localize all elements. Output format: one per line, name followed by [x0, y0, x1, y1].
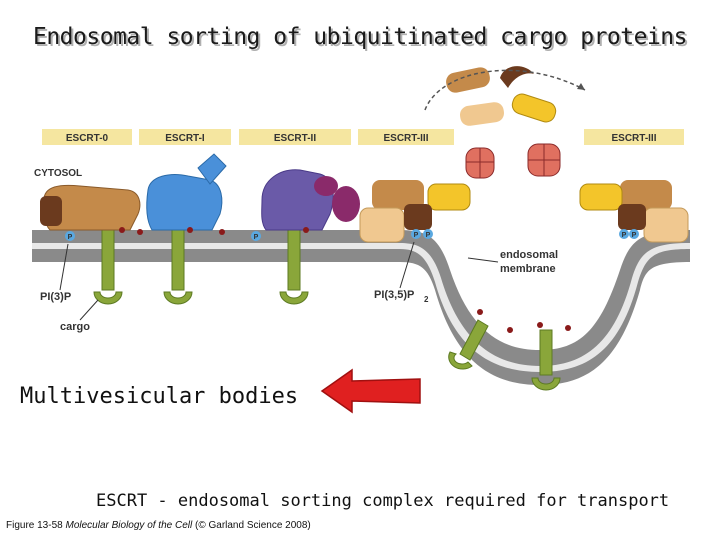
ubiquitin-dots: [119, 227, 571, 333]
phosphate-label-6: P: [632, 232, 637, 239]
vps4-rings: [465, 143, 561, 179]
multivesicular-bodies-label: Multivesicular bodies: [20, 384, 299, 409]
callout-box: [8, 370, 318, 432]
caption-figure-number: Figure 13-58: [6, 520, 63, 531]
membrane-label: membrane: [500, 263, 556, 275]
escrt-definition: ESCRT - endosomal sorting complex requir…: [96, 491, 670, 511]
escrt3-bar-right: [584, 129, 684, 145]
escrt0-label: ESCRT-0: [66, 133, 109, 144]
phosphate-label-1: P: [68, 234, 73, 241]
escrt0-bar: [42, 129, 132, 145]
escrt2-label: ESCRT-II: [274, 133, 316, 144]
escrt3-complex-left: [359, 180, 471, 243]
pi35p2-subscript: 2: [424, 295, 429, 304]
escrt2-bar: [239, 129, 351, 145]
endosomal-membrane: [32, 230, 690, 385]
caption-credit: (© Garland Science 2008): [195, 520, 311, 531]
phosphate-label-2: P: [254, 234, 259, 241]
cargo-pointer: [79, 299, 99, 321]
recycled-escrt-components: [424, 66, 586, 126]
membrane-pointer: [467, 257, 499, 263]
pi3p-label: PI(3)P: [40, 291, 71, 303]
escrt3-complex-right: [579, 180, 689, 243]
phosphate-label-5: P: [622, 232, 627, 239]
pi35p2-label: PI(3,5)P: [374, 289, 414, 301]
pi35p2-pointer: [399, 241, 415, 289]
pi3p-pointer: [59, 243, 69, 291]
page-title: Endosomal sorting of ubiquitinated cargo…: [32, 24, 688, 50]
escrt3-label-left: ESCRT-III: [383, 133, 428, 144]
phosphate-label-3: P: [414, 232, 419, 239]
cargo-proteins: [93, 229, 561, 391]
caption-book-title: Molecular Biology of the Cell: [65, 520, 193, 531]
left-arrow-icon: [320, 368, 421, 414]
escrt0-complex: [40, 184, 141, 231]
escrt-label-bars: ESCRT-0 ESCRT-I ESCRT-II ESCRT-III ESCRT…: [42, 129, 684, 145]
figure-caption: Figure 13-58 Molecular Biology of the Ce…: [6, 520, 311, 531]
phosphate-label-4: P: [426, 232, 431, 239]
escrt1-bar: [139, 129, 231, 145]
escrt1-label: ESCRT-I: [165, 133, 205, 144]
page-title-shadow: Endosomal sorting of ubiquitinated cargo…: [34, 26, 690, 52]
endosomal-label: endosomal: [500, 249, 558, 261]
escrt1-complex: [146, 153, 227, 231]
cargo-label: cargo: [60, 321, 90, 333]
escrt2-complex: [261, 169, 360, 231]
cytosol-label: CYTOSOL: [34, 168, 82, 179]
escrt3-label-right: ESCRT-III: [611, 133, 656, 144]
phosphoinositide-markers: P P P P P P: [65, 229, 639, 241]
escrt3-bar-left: [358, 129, 454, 145]
